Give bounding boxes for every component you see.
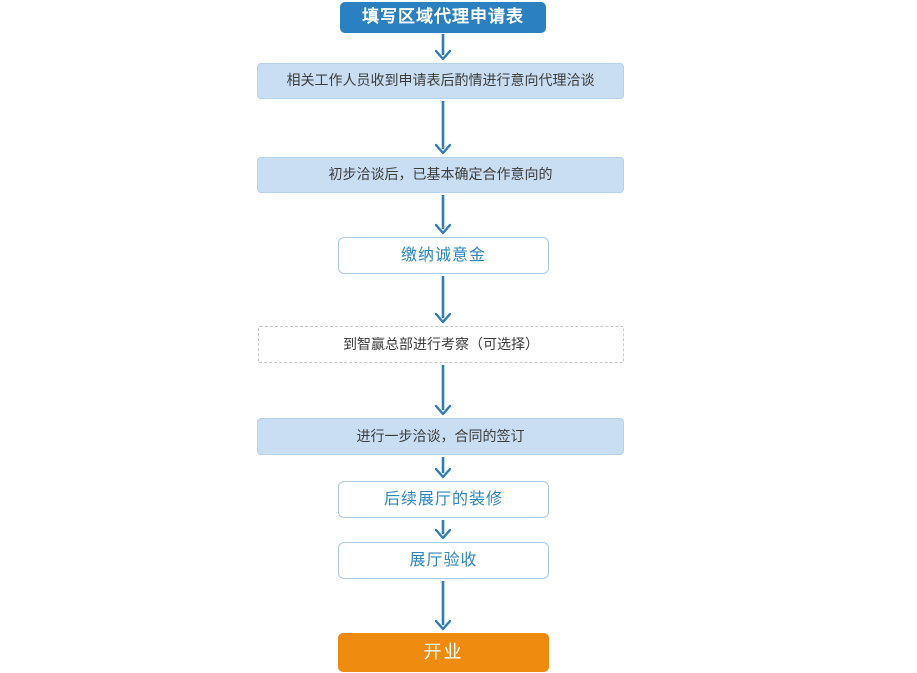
flow-step-label: 填写区域代理申请表 bbox=[362, 7, 524, 27]
flow-step-label: 缴纳诚意金 bbox=[400, 246, 486, 264]
flow-step-contract-signing: 进行一步洽谈，合同的签订 bbox=[257, 418, 624, 455]
flow-step-fill-application: 填写区域代理申请表 bbox=[340, 2, 546, 33]
flow-step-showroom-decoration: 后续展厅的装修 bbox=[338, 481, 549, 518]
flow-arrow-down-icon bbox=[434, 581, 452, 631]
flow-step-hq-visit-optional: 到智赢总部进行考察（可选择） bbox=[258, 326, 624, 363]
flow-arrow-down-icon bbox=[434, 276, 452, 324]
flow-arrow-down-icon bbox=[434, 520, 452, 540]
flow-step-pay-deposit: 缴纳诚意金 bbox=[338, 237, 549, 274]
flow-step-label: 初步洽谈后，已基本确定合作意向的 bbox=[328, 166, 553, 183]
flow-step-confirm-intention: 初步洽谈后，已基本确定合作意向的 bbox=[257, 157, 624, 193]
flow-step-label: 开业 bbox=[423, 641, 464, 662]
flow-arrow-down-icon bbox=[434, 101, 452, 155]
flow-step-label: 相关工作人员收到申请表后酌情进行意向代理洽谈 bbox=[286, 72, 595, 89]
flow-step-staff-negotiation: 相关工作人员收到申请表后酌情进行意向代理洽谈 bbox=[257, 63, 624, 99]
flow-arrow-down-icon bbox=[434, 457, 452, 479]
flow-arrow-down-icon bbox=[434, 195, 452, 235]
flow-step-opening: 开业 bbox=[338, 633, 549, 672]
flow-step-label: 进行一步洽谈，合同的签订 bbox=[356, 427, 525, 444]
flow-arrow-down-icon bbox=[434, 34, 452, 61]
flow-step-label: 后续展厅的装修 bbox=[383, 490, 503, 508]
flow-step-label: 展厅验收 bbox=[409, 551, 478, 569]
flow-step-label: 到智赢总部进行考察（可选择） bbox=[343, 335, 539, 352]
flow-step-showroom-acceptance: 展厅验收 bbox=[338, 542, 549, 579]
flow-arrow-down-icon bbox=[434, 365, 452, 416]
